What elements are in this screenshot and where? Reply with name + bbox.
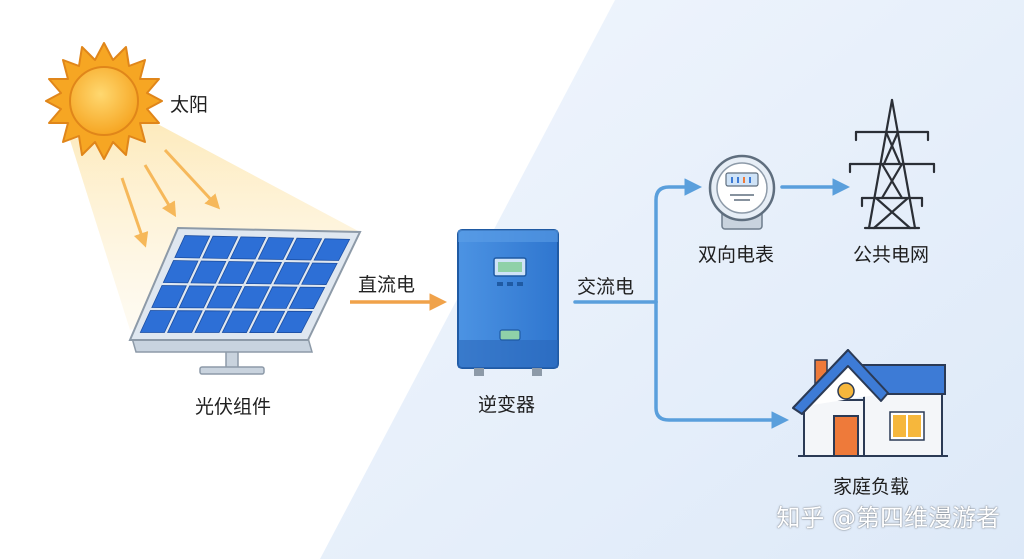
inverter-icon: [457, 229, 559, 376]
power-grid-tower-icon: [848, 98, 936, 230]
watermark: 知乎 @第四维漫游者: [776, 504, 1000, 532]
grid-label: 公共电网: [853, 244, 930, 266]
house-icon: [792, 349, 948, 457]
dc-flow-label: 直流电: [358, 274, 416, 296]
solar-panel-label: 光伏组件: [195, 396, 272, 418]
ac-flow-label: 交流电: [577, 276, 635, 298]
solar-cell: [233, 286, 270, 309]
home-label: 家庭负载: [833, 476, 910, 498]
solar-cell: [245, 261, 283, 285]
solar-cell: [273, 262, 310, 285]
sun-icon: [45, 42, 163, 160]
solar-cell: [221, 310, 258, 333]
solar-cell: [167, 310, 203, 333]
solar-cell: [206, 285, 243, 309]
solar-cell: [151, 285, 187, 309]
meter-label: 双向电表: [698, 244, 775, 266]
solar-cell: [190, 260, 227, 284]
solar-cell: [313, 238, 351, 261]
ac-flow-arrows: [573, 178, 850, 429]
solar-cell: [162, 260, 199, 284]
solar-cell: [229, 236, 267, 260]
solar-cell: [174, 235, 211, 259]
solar-cell: [194, 310, 231, 333]
meter-icon: [708, 154, 776, 230]
sunlight-beam: [70, 120, 360, 330]
solar-cell: [249, 310, 286, 333]
solar-cell: [301, 262, 338, 285]
solar-cell: [285, 237, 323, 261]
inverter-label: 逆变器: [478, 394, 536, 416]
solar-cell: [257, 237, 295, 260]
solar-cell: [218, 261, 255, 284]
solar-cell: [139, 310, 176, 333]
solar-cell: [288, 286, 326, 309]
sun-ray-arrows: [120, 148, 221, 248]
sun-label: 太阳: [170, 94, 209, 116]
solar-cell: [276, 310, 313, 333]
solar-cell: [178, 285, 215, 309]
solar-panel-icon: [128, 226, 362, 375]
solar-cell: [261, 286, 298, 309]
solar-cell: [202, 235, 239, 259]
